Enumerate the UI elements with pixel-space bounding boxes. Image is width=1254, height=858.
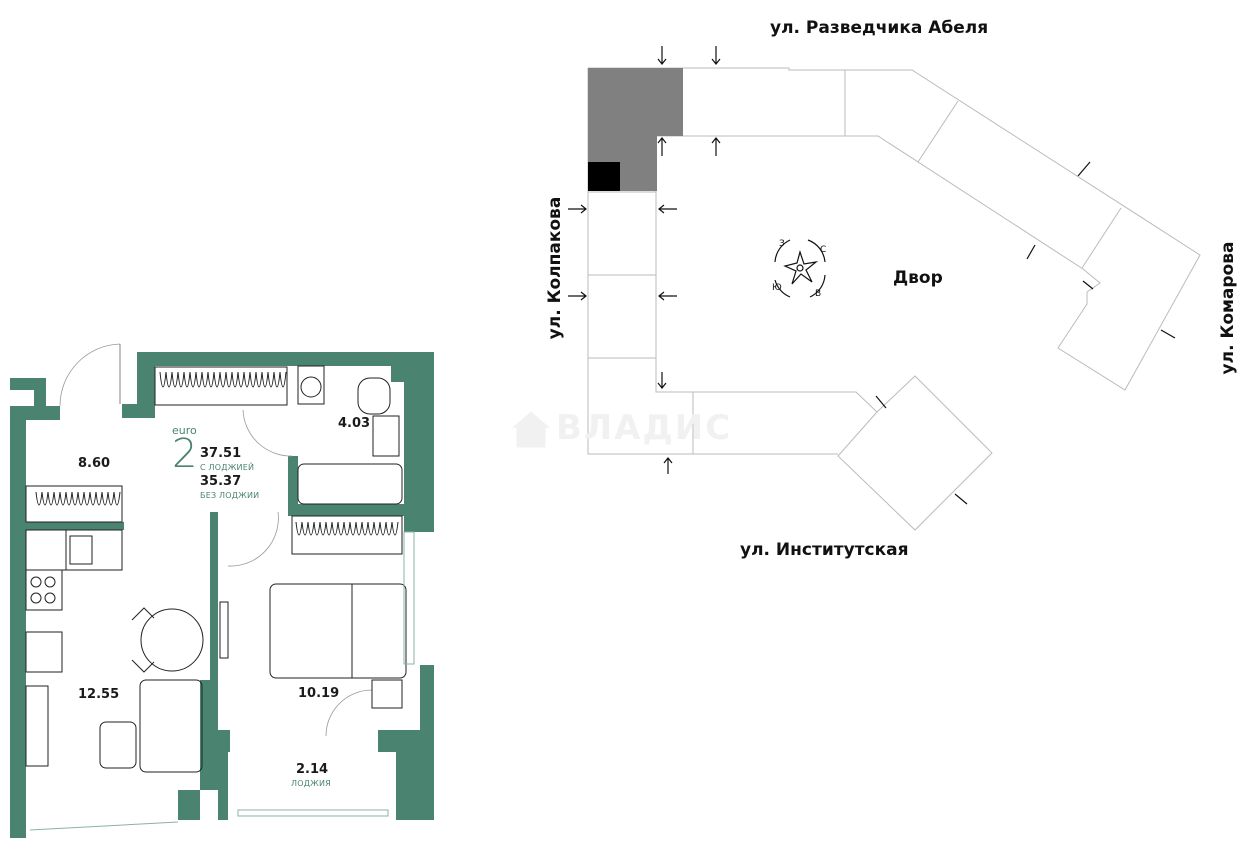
- without-loggia-label: БЕЗ ЛОДЖИИ: [200, 491, 260, 500]
- watermark: ВЛАДИС: [512, 408, 732, 448]
- total-area-without-loggia: 35.37: [200, 474, 242, 489]
- house-logo-icon: [512, 411, 550, 448]
- street-left: ул. Колпакова: [545, 196, 565, 340]
- room-area-loggia: 2.14: [296, 762, 329, 777]
- street-bottom: ул. Институтская: [740, 540, 909, 560]
- svg-text:Ю: Ю: [772, 283, 782, 293]
- with-loggia-label: С ЛОДЖИЕЙ: [200, 463, 255, 472]
- svg-text:С: С: [820, 245, 826, 255]
- rooms-count: 2: [172, 431, 198, 477]
- room-area-bedroom: 10.19: [298, 686, 340, 701]
- svg-text:З: З: [779, 239, 785, 249]
- street-top: ул. Разведчика Абеля: [770, 18, 989, 38]
- loggia-label: ЛОДЖИЯ: [291, 779, 331, 788]
- room-area-kitchen: 12.55: [78, 687, 120, 702]
- room-area-hallway: 8.60: [78, 456, 111, 471]
- svg-text:В: В: [815, 289, 821, 299]
- highlighted-section: [588, 68, 683, 136]
- walls: [10, 352, 434, 838]
- apartment-type: euro: [172, 424, 197, 437]
- total-area-with-loggia: 37.51: [200, 446, 242, 461]
- room-area-bathroom: 4.03: [338, 416, 371, 431]
- apartment-floorplan: [10, 343, 434, 838]
- compass-icon: [774, 239, 826, 298]
- apartment-marker: [588, 162, 620, 191]
- courtyard-label: Двор: [893, 268, 943, 288]
- street-right: ул. Комарова: [1218, 241, 1238, 375]
